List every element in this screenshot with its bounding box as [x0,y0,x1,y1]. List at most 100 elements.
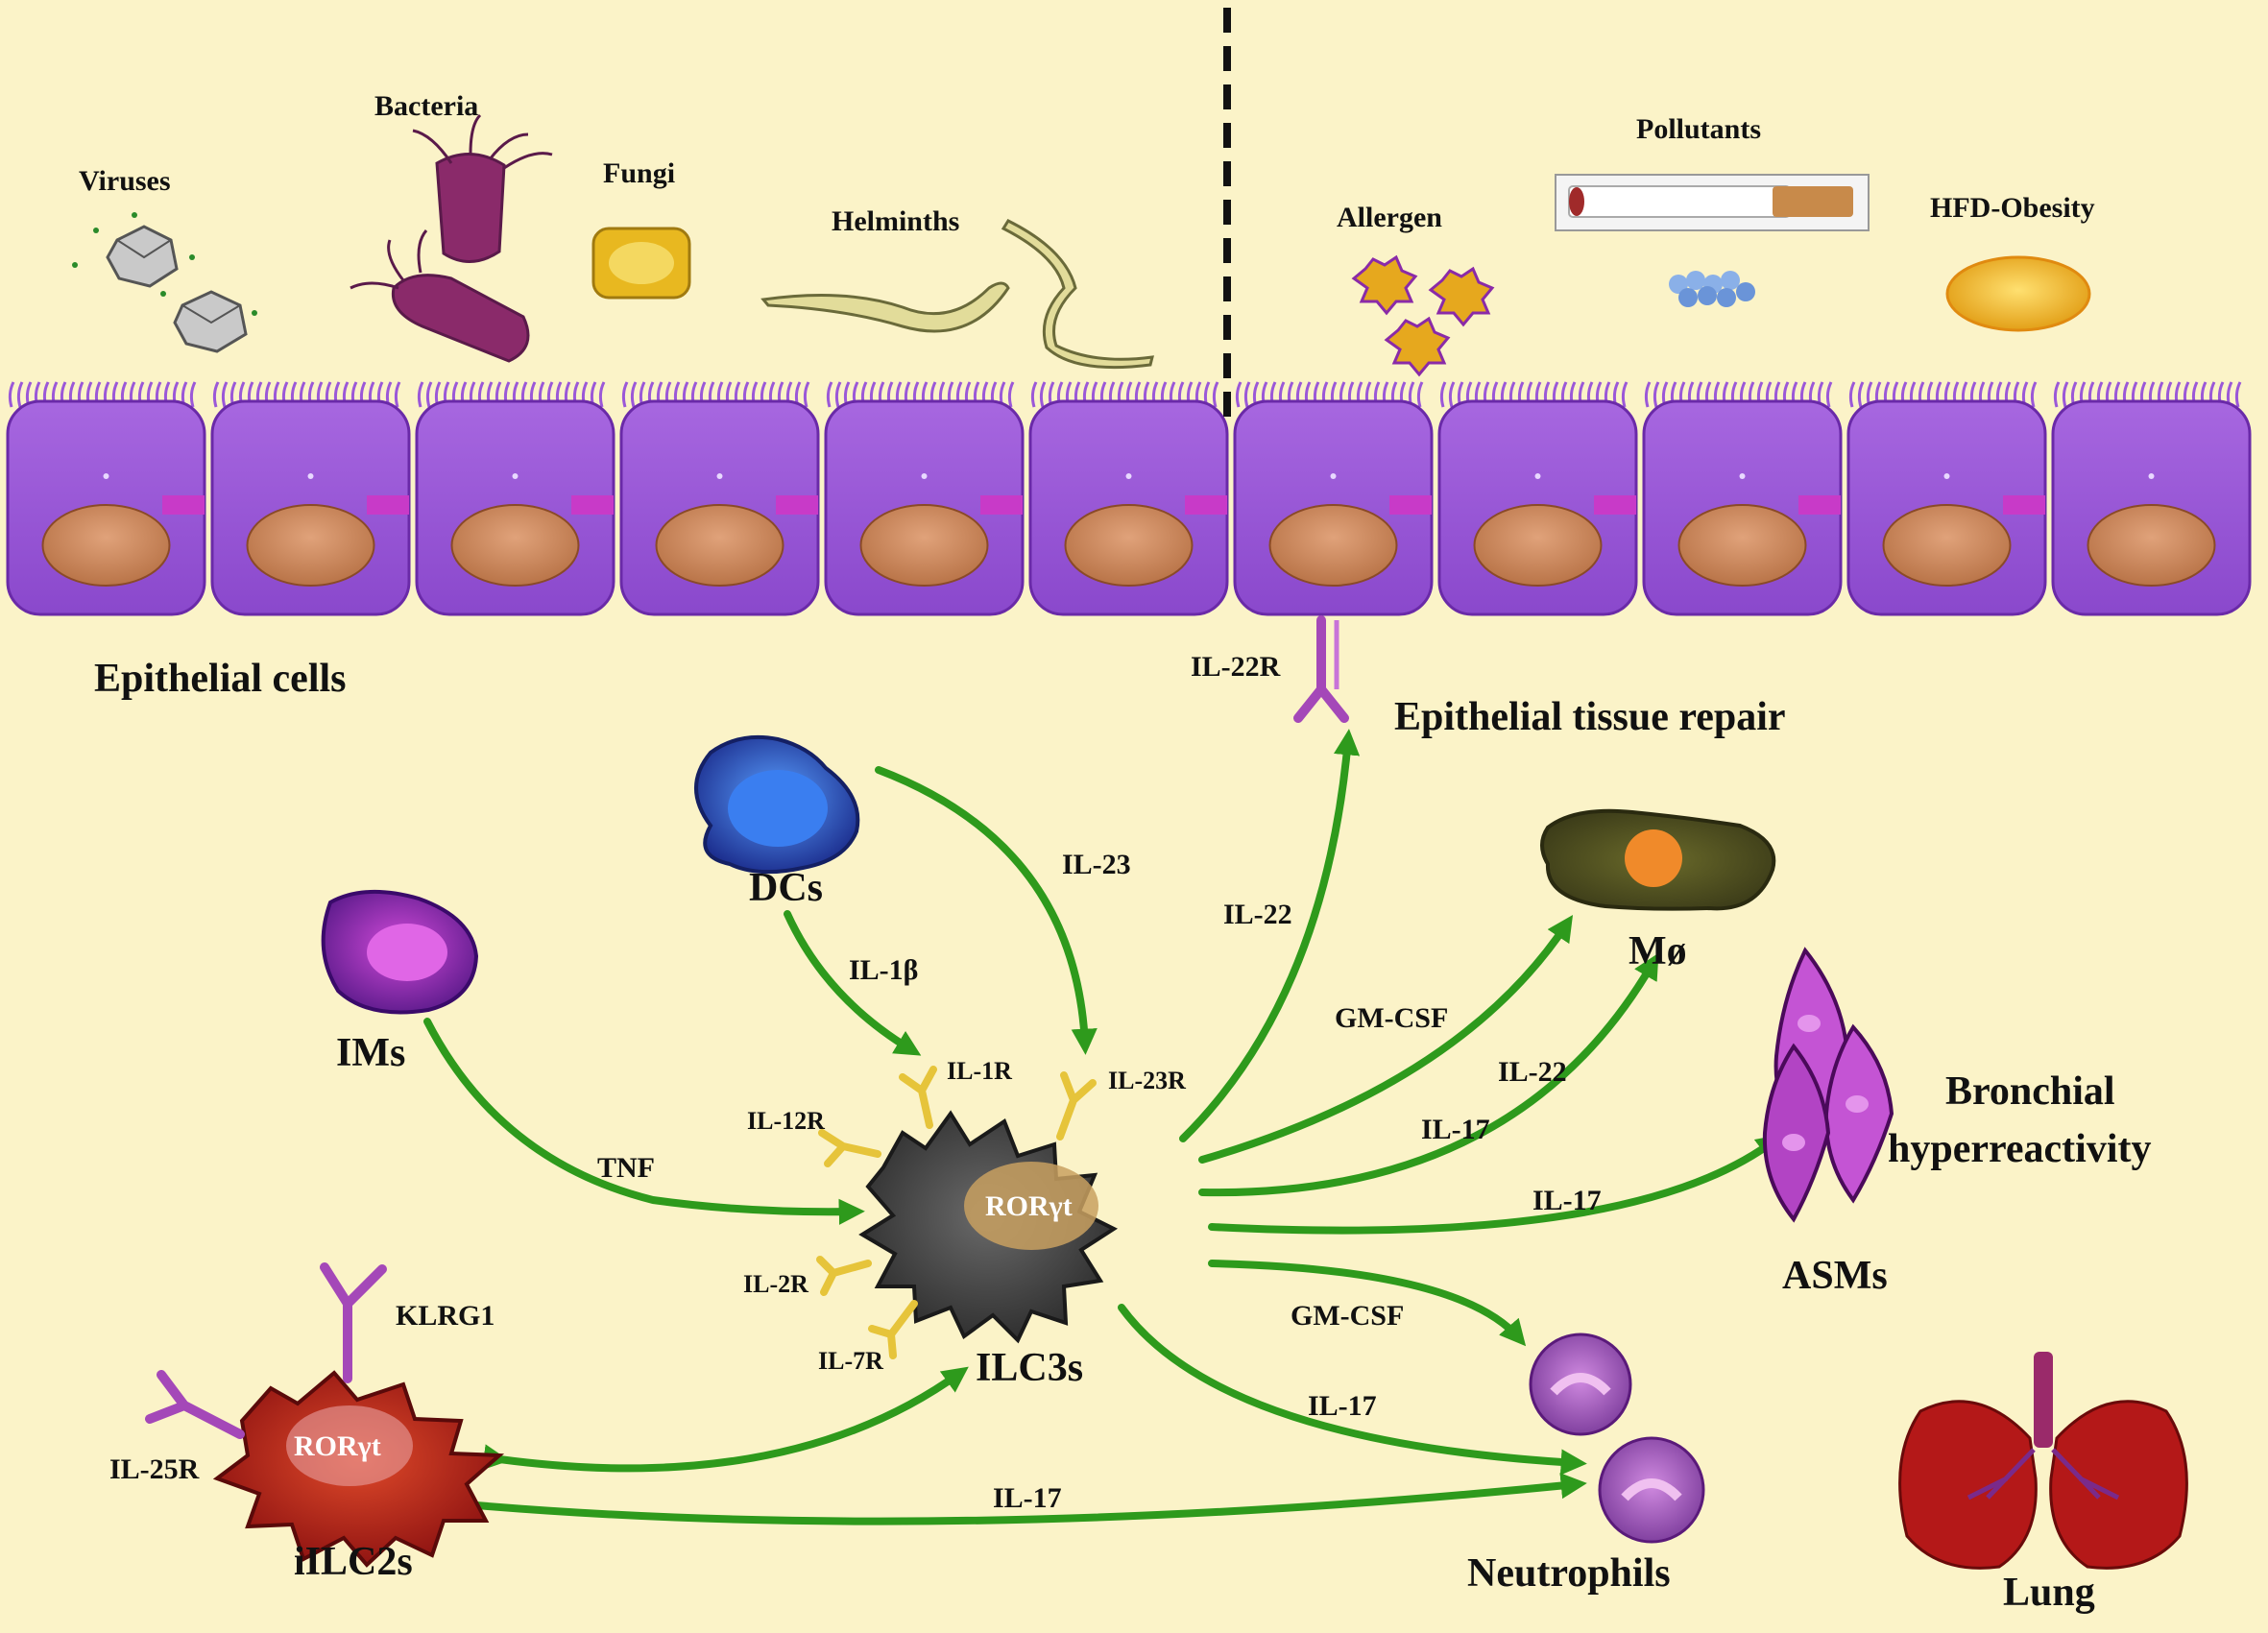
cilium [1030,381,1038,408]
dcs-label: DCs [749,866,823,910]
cilium [598,381,606,408]
helminths-icon [760,219,1154,370]
epithelial-nucleus [655,504,784,587]
asms-label: ASMs [1782,1254,1888,1298]
lung-icon [1898,1352,2188,1570]
epithelial-centriole [1534,473,1541,479]
epithelial-cell [210,381,411,616]
cilium [1448,381,1456,408]
pollutants-label: Pollutants [1636,113,1761,145]
cilium [1857,381,1865,408]
cilium [1243,381,1251,408]
epithelial-cell [2051,381,2252,616]
epithelial-nucleus [1677,504,1807,587]
arrows-layer [423,729,1783,1525]
epithelial-nucleus [859,504,989,587]
epithelial-centriole [1943,473,1950,479]
arrow-ilc2-il17-neut [472,1473,1587,1525]
neutrophil-cell-icon [1529,1333,1705,1544]
fungi-icon [591,227,691,300]
tight-junction [571,495,614,515]
epithelial-centriole [1330,473,1337,479]
epithelial-nucleus [1473,504,1603,587]
cilium [212,381,220,408]
asm-cell-icon [1762,947,1894,1223]
epithelial-centriole [512,473,519,479]
arrow-il17-neut [1118,1304,1587,1476]
cilium [621,381,629,408]
hfd-obesity-label: HFD-Obesity [1930,192,2095,224]
tight-junction [367,495,409,515]
epithelial-nucleus [2087,504,2216,587]
epithelial-cell [1642,381,1843,616]
ilc3s-label: ILC3s [976,1346,1083,1390]
epithelial-nucleus [41,504,171,587]
cilium [1439,381,1447,408]
cilium [1848,381,1856,408]
il7r-receptor-icon [868,1300,918,1359]
macrophage-cell-icon [1540,808,1776,911]
epithelium-layer [6,381,2252,616]
iilc2-cell-icon [212,1370,505,1568]
arrow-il22-repair [1179,729,1361,1142]
arrow-dc-il1b [784,910,922,1056]
cilium [1212,381,1219,408]
tight-junction [1594,495,1636,515]
arrow-il22-il17-mo [1198,952,1659,1197]
lung-label: Lung [2003,1571,2095,1615]
epithelial-centriole [2148,473,2155,479]
il22-repair-label: IL-22 [1223,899,1292,930]
arrow-il17-asm [1208,1134,1783,1235]
cilium [16,381,24,408]
il17-ilc2-neut-label: IL-17 [993,1482,1062,1514]
cilium [189,381,197,408]
epithelial-centriole [103,473,109,479]
epithelial-nucleus [1268,504,1398,587]
cilium [394,381,401,408]
helminths-label: Helminths [832,205,959,237]
epithelial-nucleus [1882,504,2012,587]
epithelial-centriole [1739,473,1746,479]
iilc2s-label: iILC2s [294,1540,413,1584]
il17-mo-label: IL-17 [1421,1114,1490,1145]
tnf-label: TNF [597,1152,655,1184]
neutrophils-label: Neutrophils [1467,1551,1671,1596]
cilium [1653,381,1660,408]
cilium [2030,381,2038,408]
arrow-gmcsf-mo [1198,914,1574,1164]
arrow-ilc2-ilc3-double [482,1366,969,1473]
il2r-label: IL-2R [743,1270,808,1298]
il22-mo-label: IL-22 [1498,1056,1567,1088]
epithelial-centriole [307,473,314,479]
cilium [803,381,810,408]
tight-junction [1389,495,1432,515]
bacteria-label: Bacteria [374,90,478,122]
epithelial-nucleus [450,504,580,587]
cilium [8,381,15,408]
epithelial-cell [6,381,206,616]
gmcsf-neut-label: GM-CSF [1291,1300,1404,1332]
epithelial-centriole [716,473,723,479]
cilium [1621,381,1629,408]
il23-label: IL-23 [1062,849,1131,880]
arrow-dc-il23 [875,766,1098,1055]
il7r-label: IL-7R [818,1347,883,1375]
gmcsf-mo-label: GM-CSF [1335,1002,1448,1034]
il2r-receptor-icon [816,1256,872,1296]
cilium [1644,381,1652,408]
cilium [1007,381,1015,408]
il22r-label: IL-22R [1191,651,1281,683]
epithelial-cells-label: Epithelial cells [94,657,347,701]
tight-junction [776,495,818,515]
il12r-receptor-icon [818,1129,881,1167]
allergen-icon [1351,254,1495,377]
cilium [834,381,842,408]
hfd-obesity-icon [1945,255,2091,332]
bacteria-icon [350,113,553,363]
epithelial-centriole [1125,473,1132,479]
pollutants-icon [1555,174,1870,307]
klrg1-receptor-icon [320,1262,387,1383]
cilium [826,381,833,408]
epithelial-cell [1028,381,1229,616]
